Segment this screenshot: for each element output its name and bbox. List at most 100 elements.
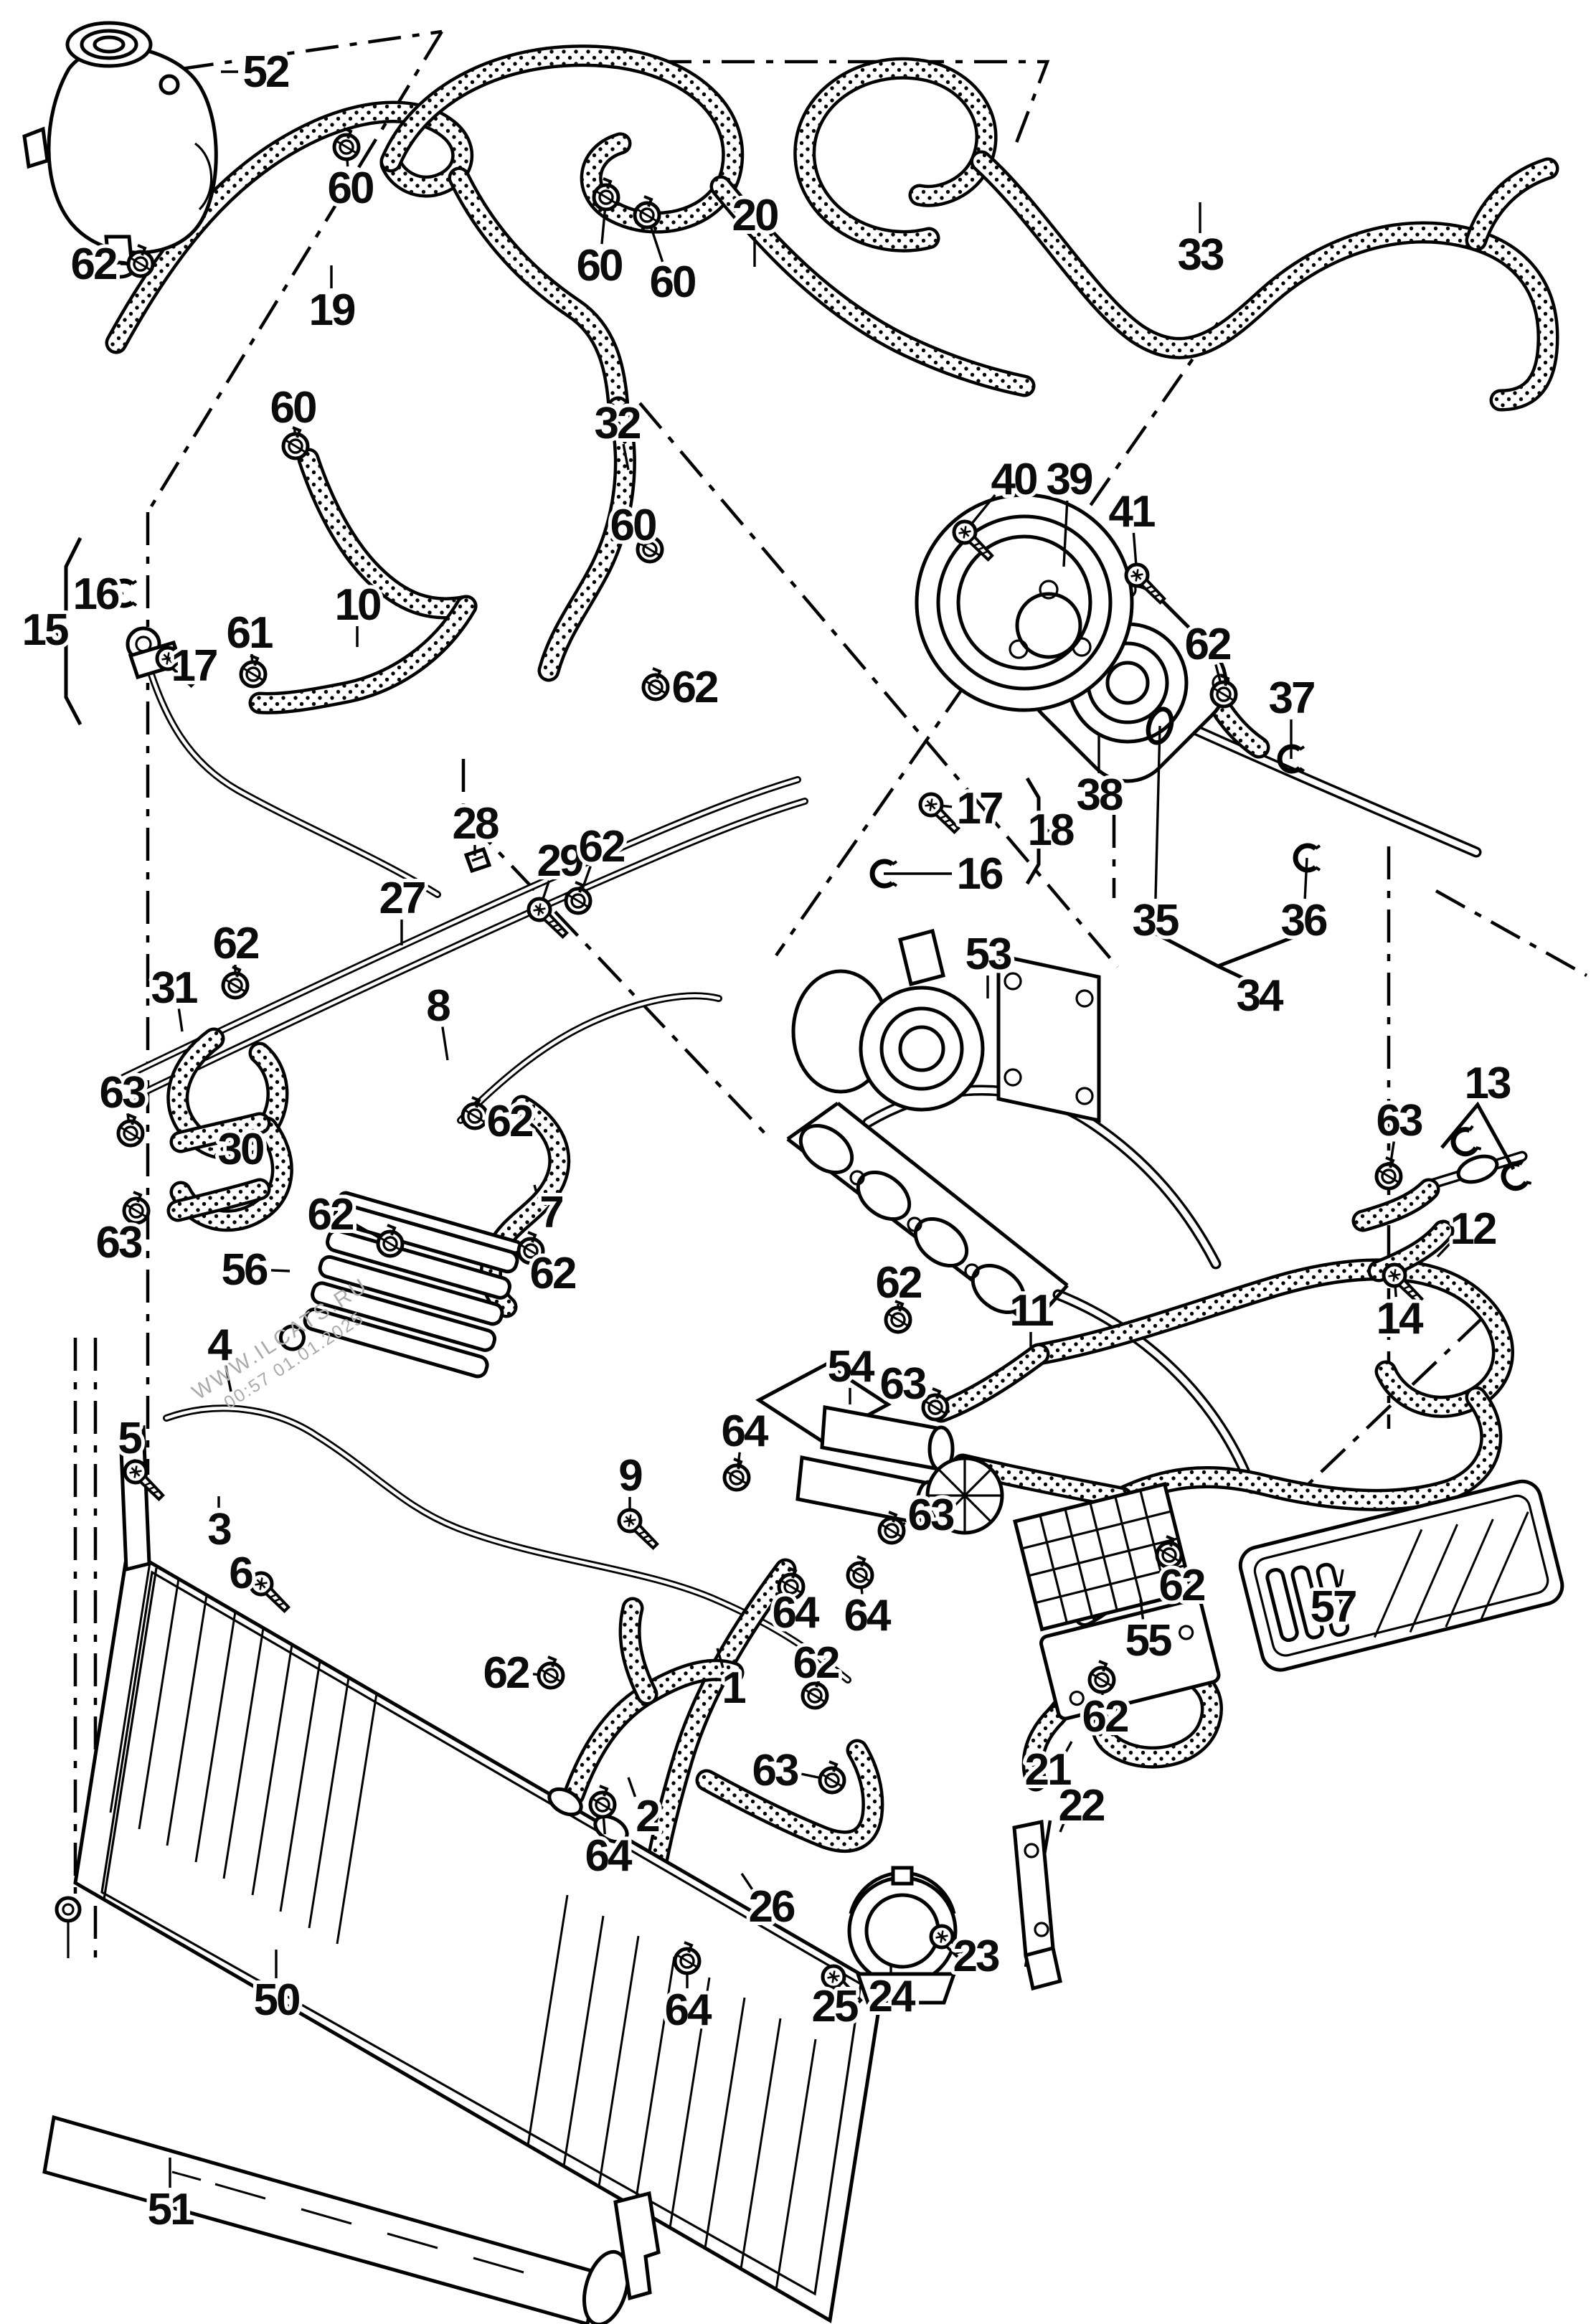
clamp-62-10[interactable]: [539, 1657, 563, 1688]
hose-30-b[interactable]: [170, 1181, 268, 1219]
part-callout-56[interactable]: 56: [218, 1242, 273, 1298]
clamp-63-4[interactable]: [923, 1389, 948, 1420]
coolant-distributor-54[interactable]: [755, 1362, 1004, 1535]
part-callout-38[interactable]: 38: [1073, 767, 1128, 823]
part-callout-51[interactable]: 51: [144, 2181, 199, 2238]
part-callout-62-7[interactable]: 62: [527, 1245, 581, 1302]
part-callout-17[interactable]: 17: [953, 780, 1008, 837]
part-callout-10[interactable]: 10: [331, 577, 386, 633]
part-callout-63-3[interactable]: 63: [1373, 1092, 1428, 1149]
part-callout-29[interactable]: 29: [534, 833, 589, 889]
part-callout-25[interactable]: 25: [808, 1978, 864, 2035]
clamp-60-3[interactable]: [635, 197, 659, 227]
part-callout-6[interactable]: 6: [225, 1545, 258, 1602]
heat-exchanger-57[interactable]: [1237, 1478, 1567, 1674]
part-callout-57[interactable]: 57: [1307, 1579, 1361, 1635]
part-callout-34[interactable]: 34: [1233, 968, 1290, 1024]
part-callout-36[interactable]: 36: [1278, 892, 1333, 949]
hose-2-branch[interactable]: [622, 1600, 655, 1702]
part-callout-23[interactable]: 23: [950, 1928, 1005, 1985]
part-callout-63-5[interactable]: 63: [905, 1487, 960, 1544]
part-callout-12[interactable]: 12: [1447, 1201, 1501, 1257]
part-callout-33[interactable]: 33: [1174, 227, 1229, 283]
part-callout-40[interactable]: 40: [988, 451, 1042, 508]
part-callout-60-3[interactable]: 60: [646, 254, 701, 311]
part-callout-64-5[interactable]: 64: [661, 1982, 718, 2039]
screw-9[interactable]: [615, 1506, 663, 1554]
hose-11-a[interactable]: [1031, 1261, 1511, 1415]
hose-10-b[interactable]: [252, 598, 474, 712]
pipe-12-fitting[interactable]: [1450, 1126, 1531, 1192]
part-callout-30[interactable]: 30: [214, 1121, 269, 1178]
part-callout-62-2[interactable]: 62: [669, 659, 723, 716]
part-callout-8[interactable]: 8: [422, 978, 455, 1034]
part-callout-5[interactable]: 5: [114, 1410, 147, 1467]
part-callout-63-2[interactable]: 63: [93, 1214, 148, 1271]
part-callout-31[interactable]: 31: [148, 960, 203, 1016]
part-callout-60-5[interactable]: 60: [607, 497, 661, 554]
part-callout-21[interactable]: 21: [1021, 1742, 1077, 1798]
part-callout-22[interactable]: 22: [1055, 1777, 1110, 1834]
part-callout-64[interactable]: 64: [718, 1403, 775, 1460]
part-callout-62-13[interactable]: 62: [1079, 1688, 1133, 1745]
part-callout-7[interactable]: 7: [536, 1184, 568, 1241]
part-callout-55[interactable]: 55: [1122, 1612, 1177, 1669]
part-callout-3[interactable]: 3: [204, 1501, 237, 1558]
expansion-tank-52[interactable]: [22, 21, 218, 279]
lower-crossmember-51[interactable]: [42, 2115, 661, 2324]
part-callout-18[interactable]: 18: [1024, 802, 1080, 859]
radiator-50[interactable]: [55, 1425, 884, 2323]
heater-core-55[interactable]: [1011, 1482, 1221, 1721]
part-callout-63-6[interactable]: 63: [749, 1742, 804, 1799]
part-callout-35[interactable]: 35: [1129, 892, 1184, 949]
part-callout-11[interactable]: 11: [1006, 1283, 1059, 1339]
part-callout-62-8[interactable]: 62: [304, 1186, 359, 1243]
part-callout-9[interactable]: 9: [615, 1447, 648, 1504]
part-callout-14[interactable]: 14: [1373, 1290, 1430, 1347]
pipe-34[interactable]: [1168, 716, 1479, 855]
part-callout-16-2[interactable]: 16: [70, 566, 125, 623]
part-callout-28[interactable]: 28: [449, 795, 504, 852]
hose-12-stub1[interactable]: [1355, 1181, 1437, 1229]
part-callout-60[interactable]: 60: [324, 160, 379, 217]
hose-32-upper[interactable]: [451, 170, 626, 415]
part-callout-17-2[interactable]: 17: [168, 638, 222, 694]
part-callout-62-12[interactable]: 62: [1156, 1557, 1210, 1614]
part-callout-15[interactable]: 15: [19, 602, 74, 658]
part-callout-50[interactable]: 50: [250, 1972, 305, 2028]
auxiliary-pump-24[interactable]: [847, 1866, 958, 2005]
hose-33-loop[interactable]: [796, 60, 995, 250]
pipe-27-lower[interactable]: [128, 799, 807, 1101]
pipe-8[interactable]: [458, 994, 721, 1123]
manifold-runner-b[interactable]: [1055, 1292, 1255, 1491]
hose-11-b[interactable]: [1114, 1389, 1499, 1508]
hose-10-a[interactable]: [301, 451, 474, 616]
clamp-64[interactable]: [724, 1459, 749, 1490]
part-callout-13[interactable]: 13: [1461, 1055, 1516, 1112]
hose-30-a[interactable]: [173, 1115, 268, 1150]
part-callout-39[interactable]: 39: [1043, 451, 1098, 508]
part-callout-1[interactable]: 1: [718, 1660, 751, 1716]
hose-33-stub[interactable]: [1468, 161, 1556, 248]
clamp-64-2[interactable]: [848, 1557, 872, 1587]
part-callout-64-2[interactable]: 64: [841, 1587, 897, 1644]
clamp-63-6[interactable]: [820, 1762, 844, 1792]
part-callout-64-4[interactable]: 64: [582, 1828, 638, 1884]
part-callout-61[interactable]: 61: [223, 605, 278, 661]
pipe-clip-28[interactable]: [463, 846, 492, 874]
part-callout-2[interactable]: 2: [632, 1788, 664, 1845]
part-callout-62-3[interactable]: 62: [1181, 616, 1236, 673]
part-callout-52[interactable]: 52: [240, 44, 294, 100]
oil-cooler-56[interactable]: [278, 1186, 523, 1402]
turbocharger-53[interactable]: [791, 928, 1101, 1123]
hose-20-tail[interactable]: [713, 179, 1032, 394]
part-callout-24[interactable]: 24: [865, 1968, 922, 2025]
screw-6[interactable]: [246, 1569, 294, 1617]
pipe-15[interactable]: [145, 659, 440, 897]
hose-33[interactable]: [973, 153, 1556, 408]
part-callout-32[interactable]: 32: [591, 395, 646, 452]
hose-33[interactable]: [970, 150, 1559, 412]
clamp-64-4[interactable]: [590, 1786, 615, 1817]
pump-bracket-22[interactable]: [1012, 1819, 1062, 1991]
part-callout-64-3[interactable]: 64: [769, 1584, 826, 1641]
